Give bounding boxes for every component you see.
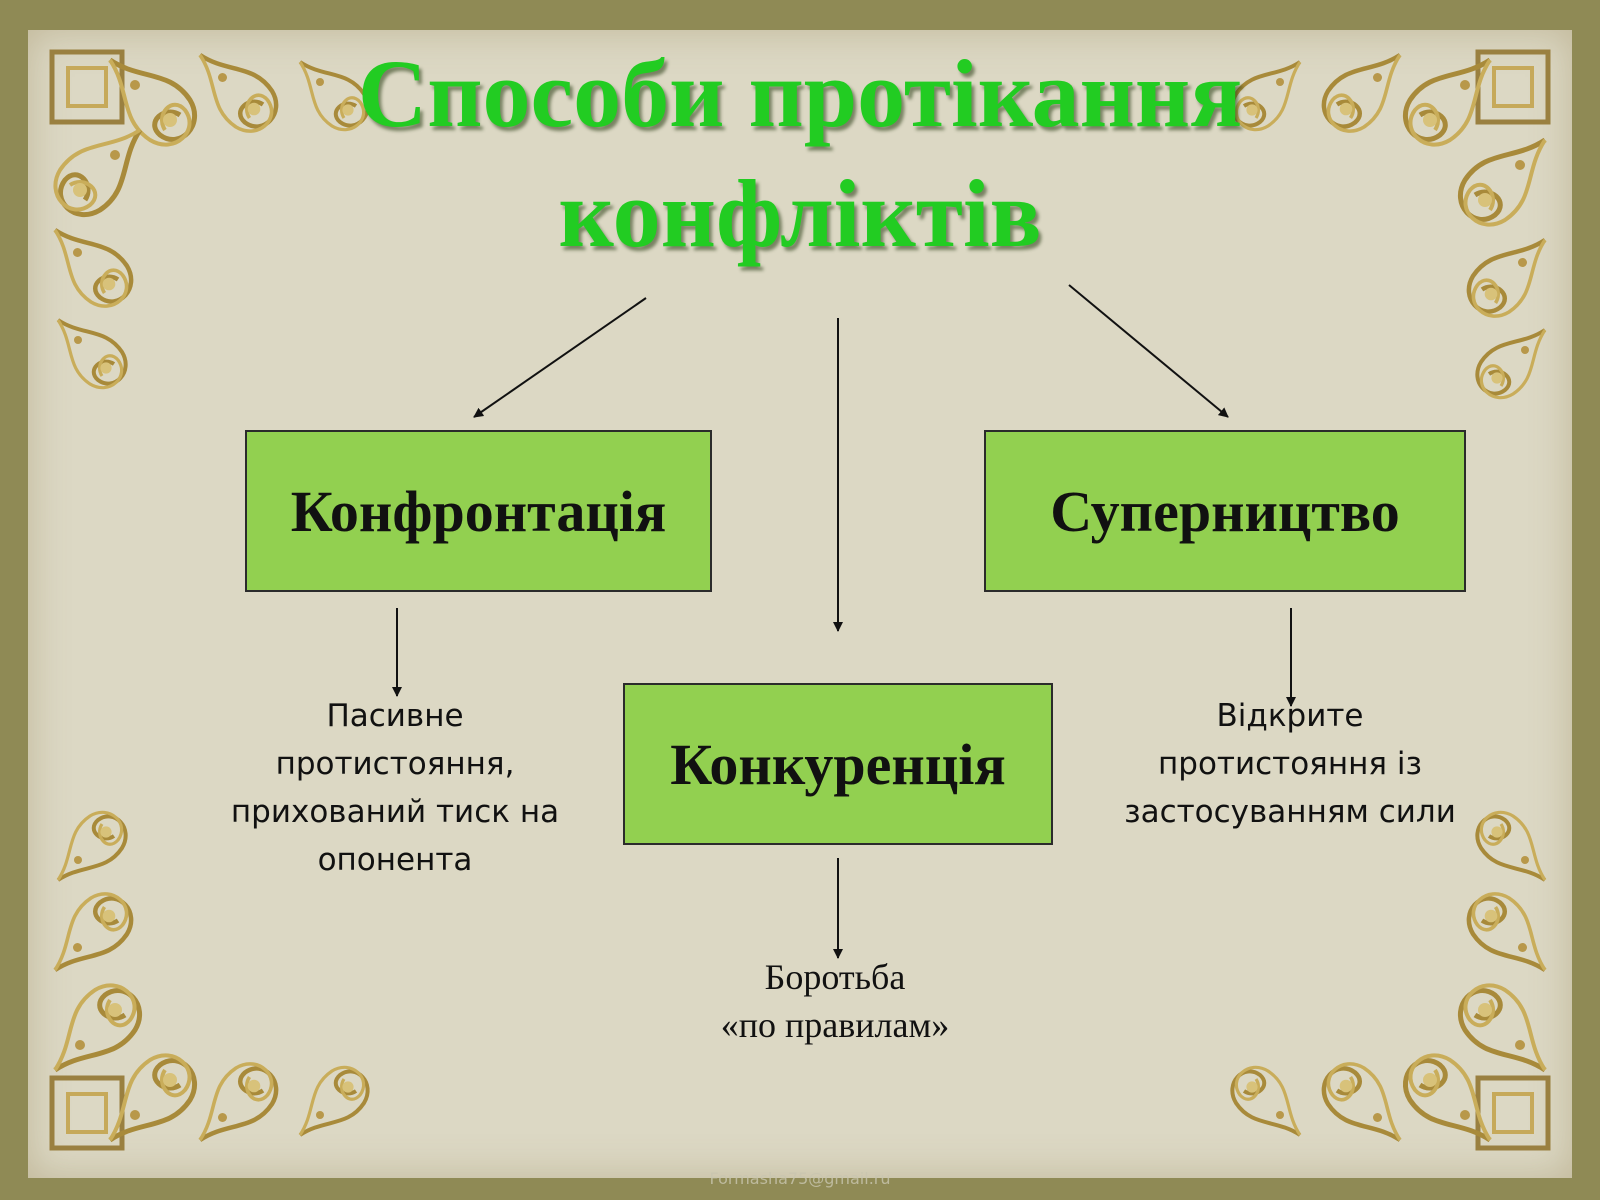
rivalry-box: Суперництво: [984, 430, 1466, 592]
competition-box: Конкуренція: [623, 683, 1053, 845]
title-line-2: конфліктів: [558, 160, 1042, 267]
desc-line: опонента: [317, 842, 473, 878]
desc-line: Відкрите: [1216, 698, 1364, 734]
slide-background: [28, 30, 1572, 1178]
desc-line: протистояння,: [275, 746, 515, 782]
desc-line: Боротьба: [764, 957, 906, 997]
confrontation-box: Конфронтація: [245, 430, 712, 592]
desc-line: «по правилам»: [720, 1005, 950, 1045]
rules-fight-description: Боротьба «по правилам»: [620, 953, 1050, 1049]
desc-line: прихований тиск на: [230, 794, 560, 830]
arrow-to-confrontation: [473, 297, 647, 418]
open-confrontation-description: Відкрите протистояння із застосуванням с…: [1080, 692, 1500, 836]
desc-line: протистояння із: [1158, 746, 1422, 782]
desc-line: застосуванням сили: [1124, 794, 1456, 830]
arrow-to-rivalry: [1068, 284, 1229, 418]
title-line-1: Способи протікання: [357, 40, 1243, 147]
footer-watermark: Formasha75@gmail.ru: [709, 1169, 891, 1188]
desc-line: Пасивне: [326, 698, 464, 734]
passive-confrontation-description: Пасивне протистояння, прихований тиск на…: [195, 692, 595, 884]
